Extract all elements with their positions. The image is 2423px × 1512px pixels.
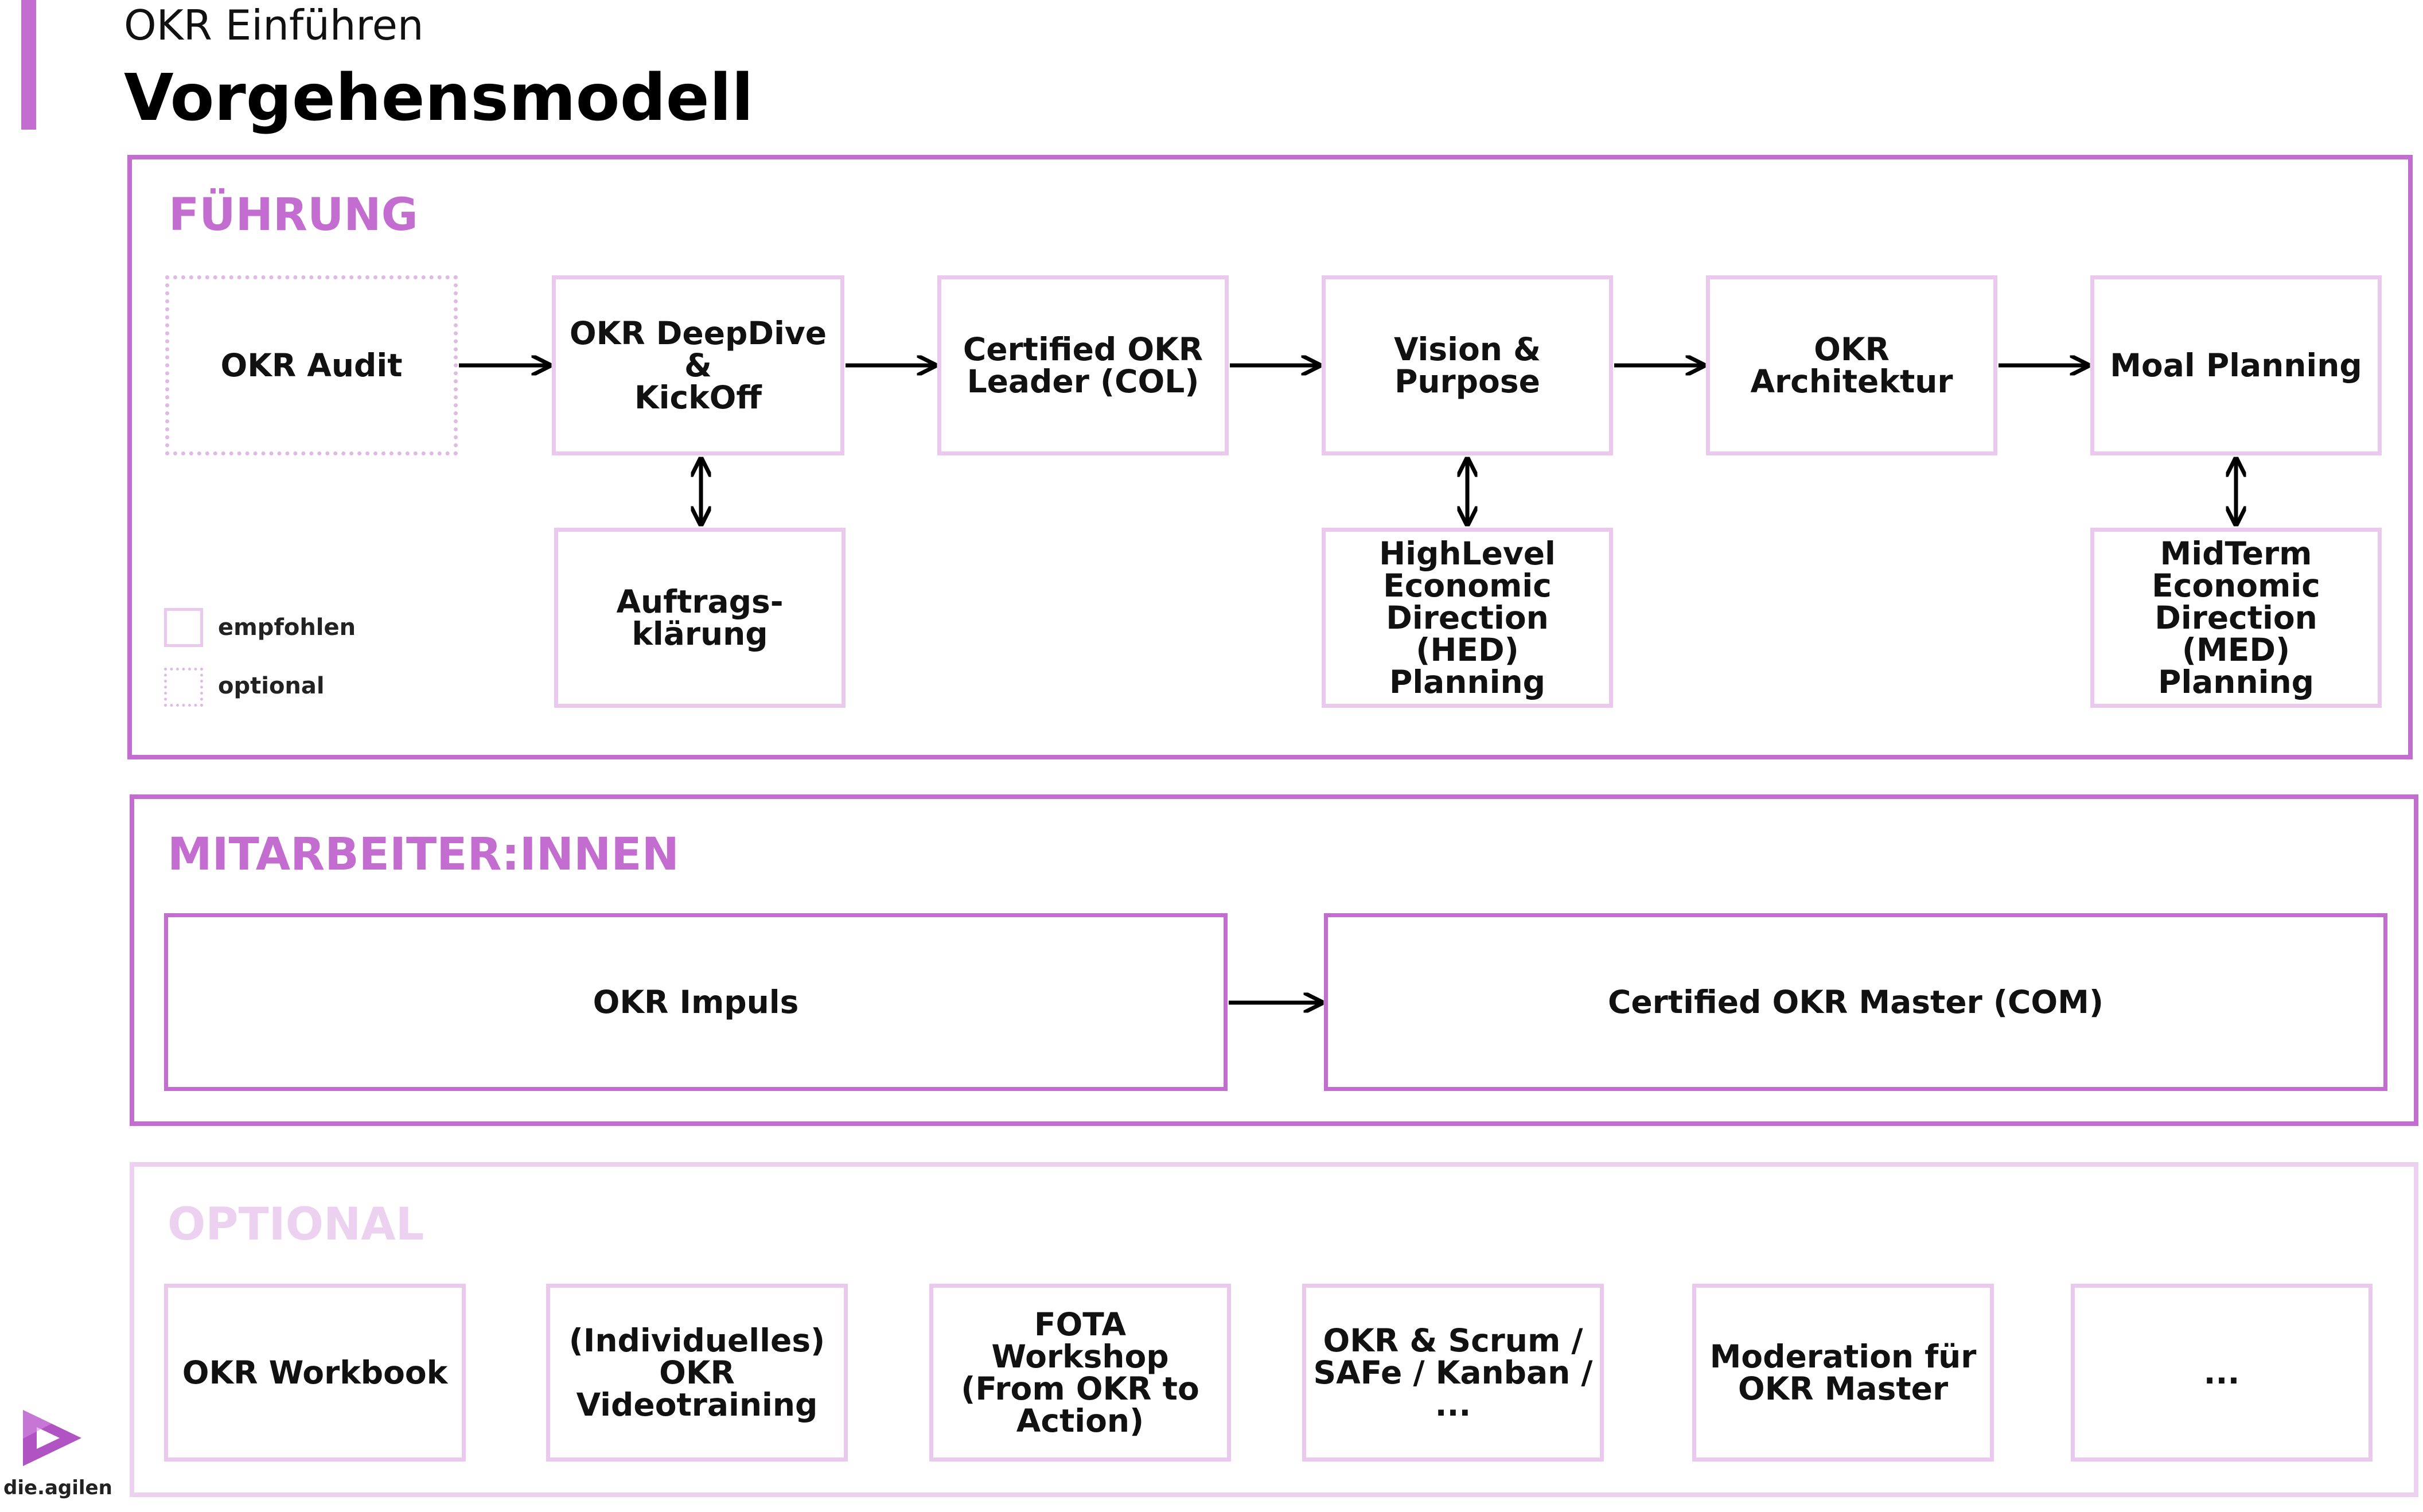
- box-fota-workshop: FOTA Workshop (From OKR to Action): [929, 1284, 1231, 1462]
- box-moal-planning: Moal Planning: [2090, 275, 2382, 455]
- legend-label-optional: optional: [218, 673, 325, 699]
- page-title: Vorgehensmodell: [124, 61, 754, 135]
- box-okr-scrum: OKR & Scrum / SAFe / Kanban / ...: [1302, 1284, 1604, 1462]
- section-optional: OPTIONAL: [130, 1162, 2418, 1497]
- page-supertitle: OKR Einführen: [124, 1, 424, 49]
- section-label-fuehrung: FÜHRUNG: [169, 189, 418, 241]
- box-certified-okr-leader: Certified OKR Leader (COL): [937, 275, 1229, 455]
- section-label-optional: OPTIONAL: [167, 1199, 424, 1250]
- box-med-planning: MidTerm Economic Direction (MED) Plannin…: [2090, 528, 2382, 708]
- box-vision-purpose: Vision & Purpose: [1322, 275, 1613, 455]
- legend-label-recommended: empfohlen: [218, 614, 356, 641]
- box-okr-architektur: OKR Architektur: [1706, 275, 1997, 455]
- legend-swatch-optional: [164, 668, 203, 707]
- box-certified-okr-master: Certified OKR Master (COM): [1324, 913, 2387, 1091]
- section-fuehrung: FÜHRUNG: [127, 155, 2413, 759]
- box-okr-workbook: OKR Workbook: [164, 1284, 466, 1462]
- box-moderation: Moderation für OKR Master: [1692, 1284, 1994, 1462]
- box-okr-deepdive: OKR DeepDive & KickOff: [552, 275, 844, 455]
- box-okr-audit: OKR Audit: [165, 275, 458, 455]
- box-more: ...: [2071, 1284, 2373, 1462]
- logo-wordmark: die.agilen: [3, 1476, 112, 1499]
- accent-bar: [21, 0, 36, 130]
- section-label-mitarbeiter: MITARBEITER:INNEN: [167, 829, 679, 880]
- legend-swatch-recommended: [164, 608, 203, 647]
- box-hed-planning: HighLevel Economic Direction (HED) Plann…: [1322, 528, 1613, 708]
- box-videotraining: (Individuelles) OKR Videotraining: [546, 1284, 848, 1462]
- die-agilen-logo-icon: [23, 1410, 81, 1466]
- box-auftragsklaerung: Auftrags- klärung: [554, 528, 846, 708]
- box-okr-impuls: OKR Impuls: [164, 913, 1228, 1091]
